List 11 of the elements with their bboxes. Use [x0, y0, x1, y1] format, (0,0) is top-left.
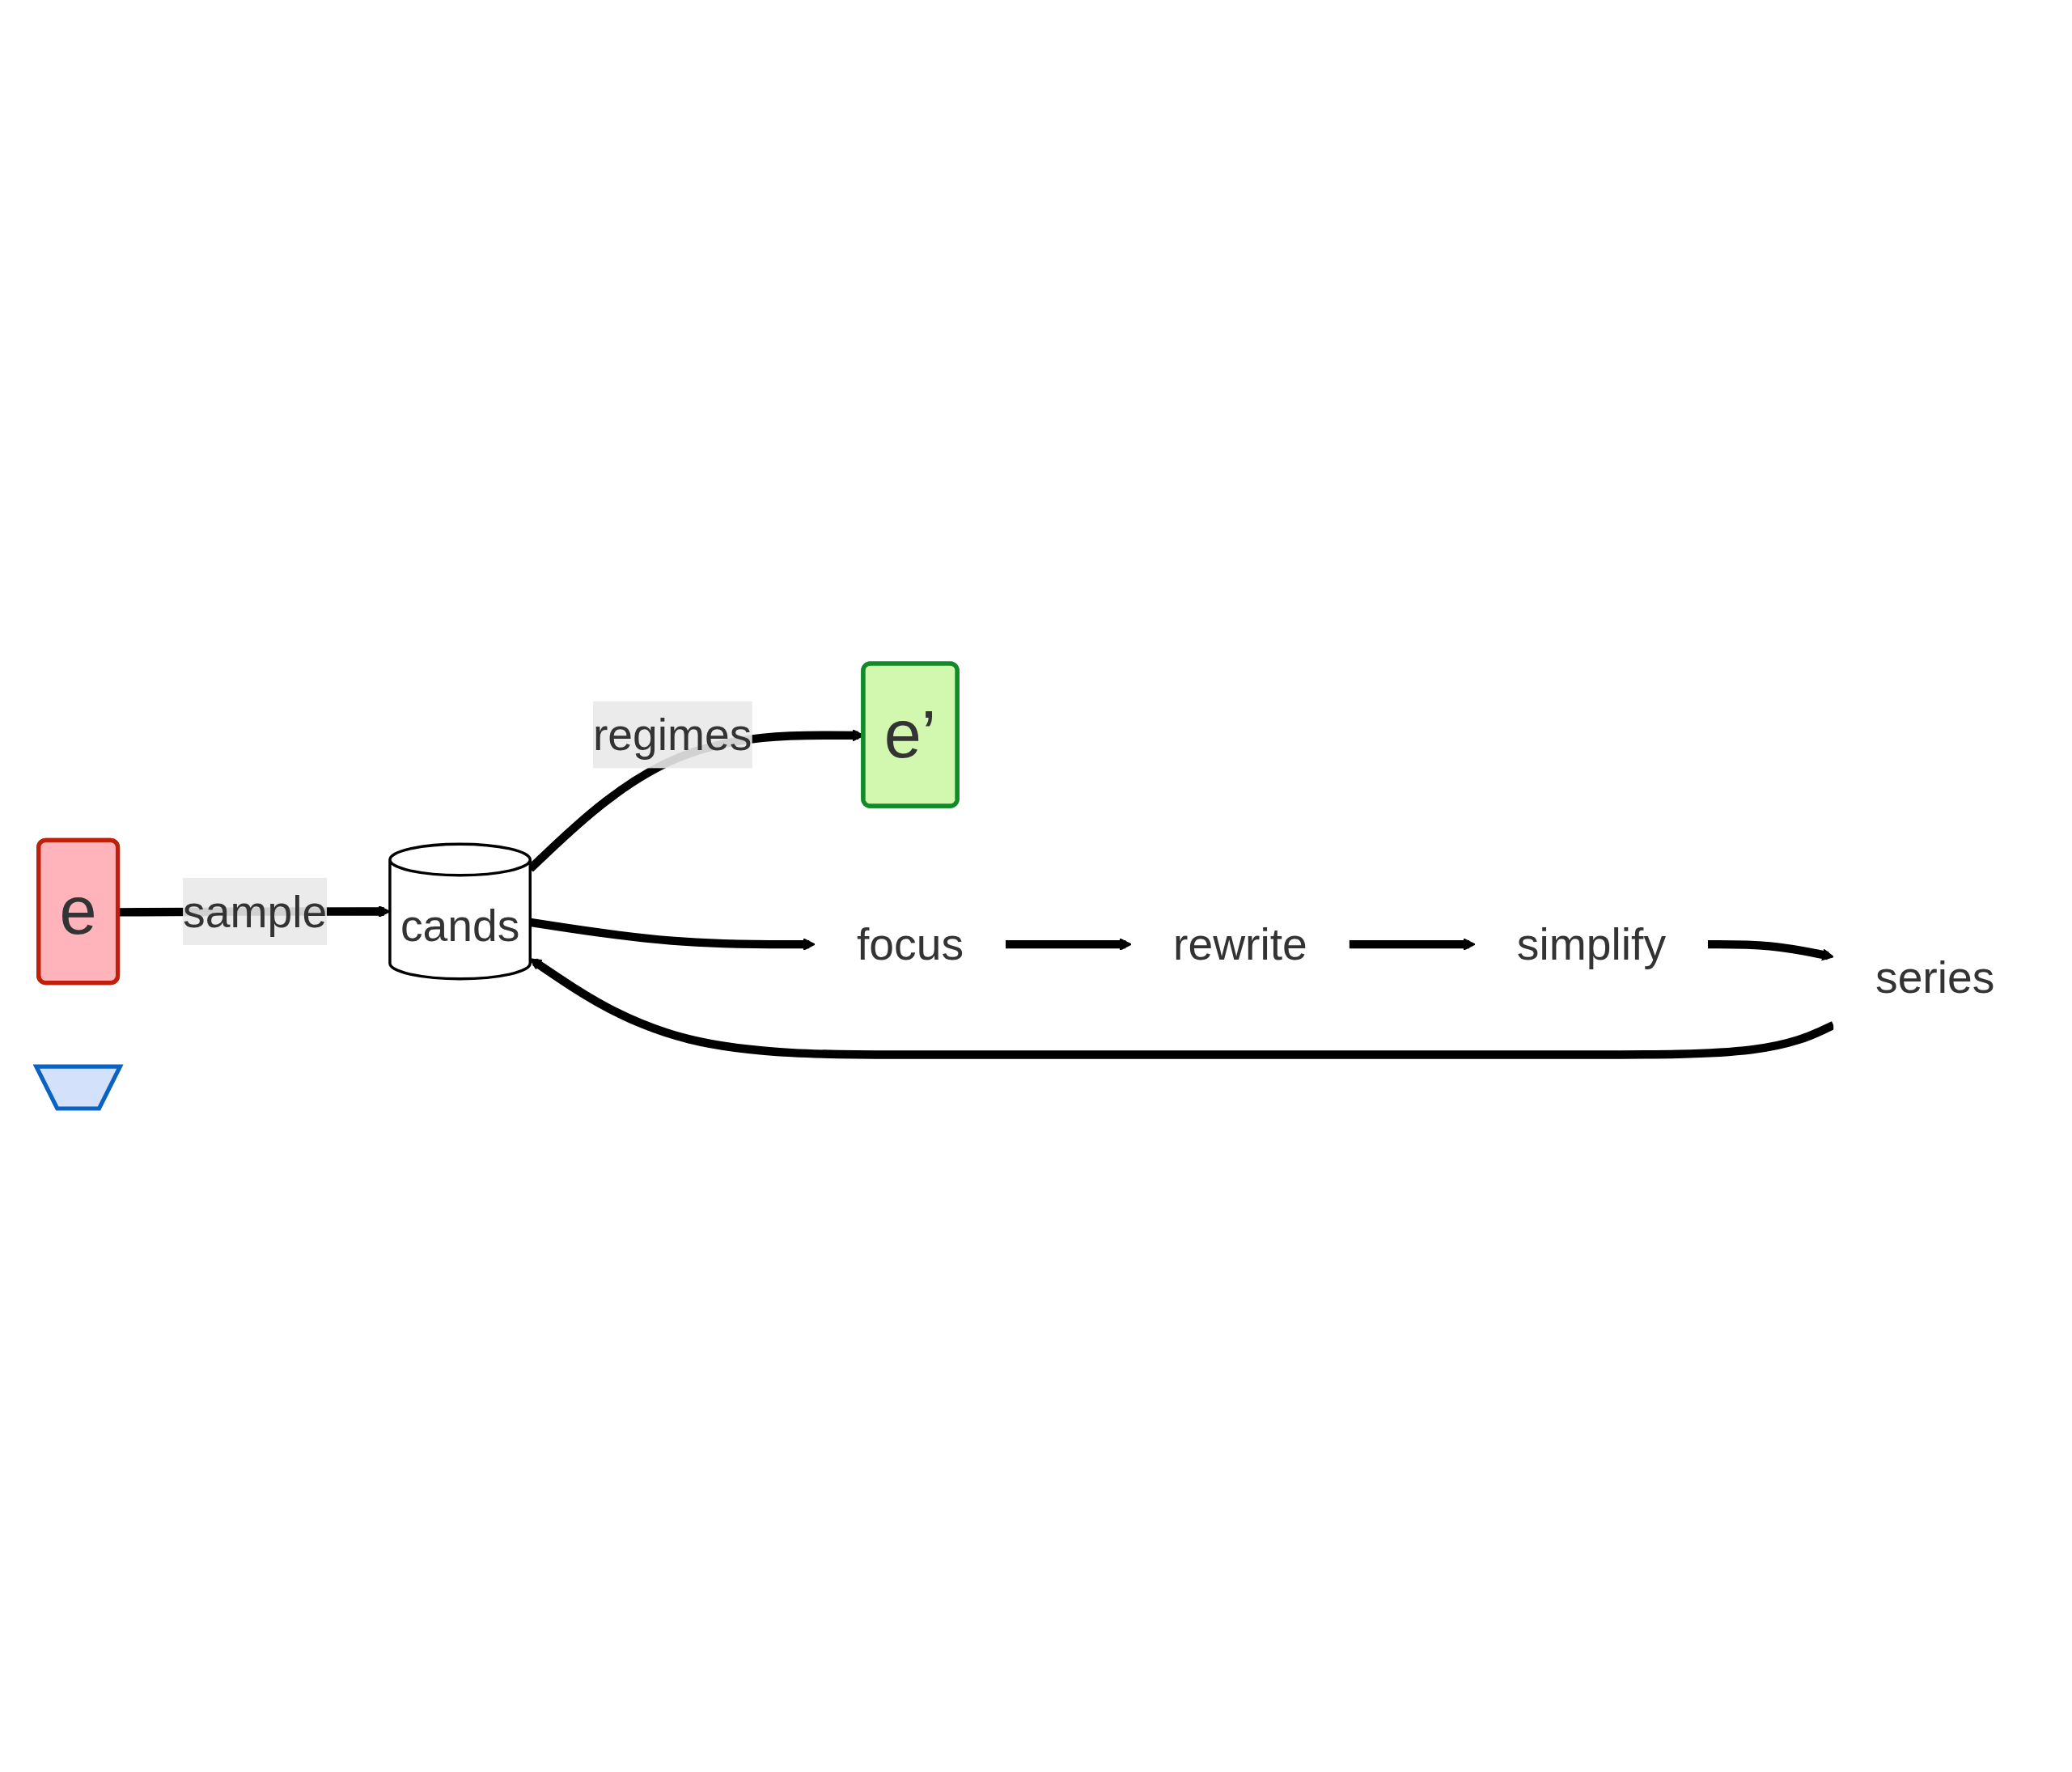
arrow [1707, 939, 1834, 961]
arrow [1005, 938, 1132, 951]
arrow [529, 958, 1835, 1059]
node-text: simplify [1516, 919, 1666, 970]
node-arrow [32, 1064, 124, 1111]
node-text: focus [856, 919, 964, 970]
edge-label: sample [182, 886, 327, 937]
node-text: series [1875, 952, 1994, 1003]
node-text: rewrite [1172, 919, 1307, 970]
edge-label: regimes [592, 710, 752, 761]
arrow [1349, 938, 1476, 951]
